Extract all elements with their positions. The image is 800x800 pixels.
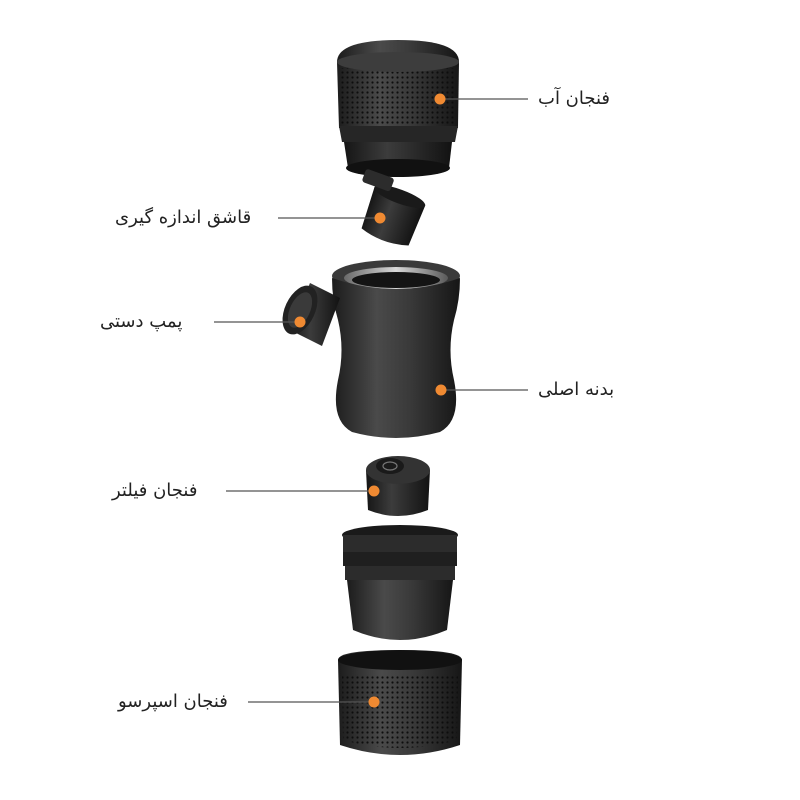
label-main-body: بدنه اصلی (538, 379, 615, 400)
main-body (282, 260, 460, 438)
label-espresso-cup: فنجان اسپرسو (118, 691, 228, 712)
filter-cup (366, 456, 430, 516)
marker-filter-cup (368, 485, 380, 497)
marker-measuring-scoop (374, 212, 386, 224)
espresso-outer-cup (338, 650, 462, 755)
leader-lines (214, 98, 528, 703)
markers (294, 93, 447, 708)
measuring-scoop (361, 169, 426, 246)
marker-main-body (435, 384, 447, 396)
label-filter-cup: فنجان فیلتر (112, 480, 198, 501)
espresso-inner-cup (342, 525, 458, 640)
marker-hand-pump (294, 316, 306, 328)
label-measuring-scoop: قاشق اندازه گیری (115, 207, 252, 228)
label-water-cup: فنجان آب (538, 88, 611, 109)
water-cup (337, 40, 459, 177)
label-hand-pump: پمپ دستی (100, 311, 183, 332)
marker-espresso-cup (368, 696, 380, 708)
marker-water-cup (434, 93, 446, 105)
